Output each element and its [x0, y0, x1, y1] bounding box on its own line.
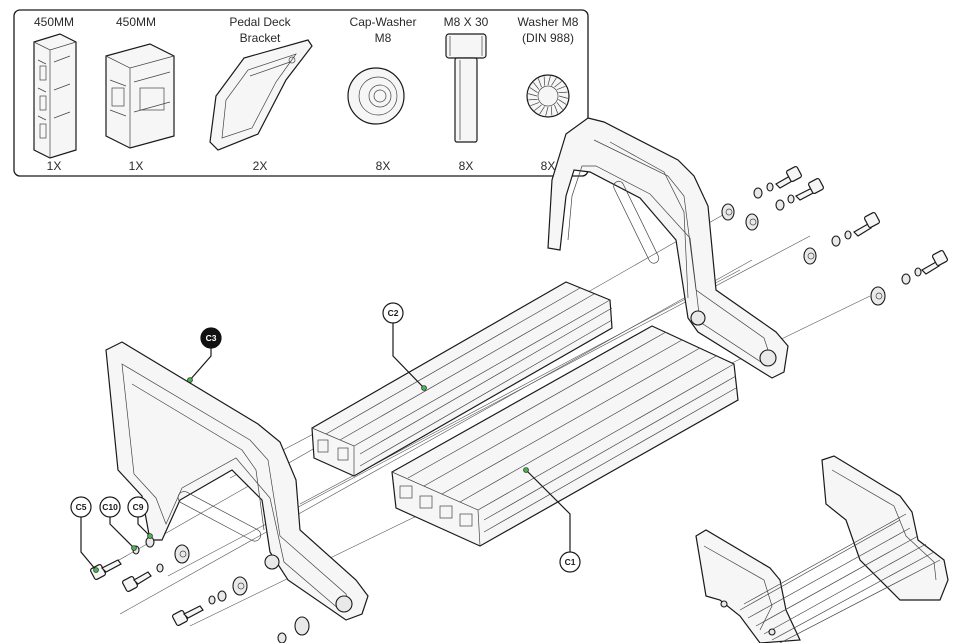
hardware-left [89, 536, 310, 643]
part-cap-washer: Cap-Washer M8 8X [347, 15, 417, 173]
callout-c9-label: C9 [133, 502, 144, 512]
part-name: 450MM [116, 15, 156, 29]
washer-tooth [529, 87, 538, 93]
bolt-stack-3 [803, 211, 881, 265]
bolt-stack-left-1 [89, 536, 190, 581]
callout-c9[interactable]: C9 [127, 496, 149, 518]
part-name-line2: M8 [375, 31, 392, 45]
washer-tooth [556, 102, 563, 110]
callouts: C2 C3 C1 C5 C10 [70, 302, 581, 573]
washer-tooth [530, 102, 540, 107]
part-profile-80x80: 450MM 1X [105, 15, 175, 173]
bolt-stack-left-3 [171, 590, 227, 627]
hardware-right [721, 165, 949, 306]
washer-tooth [534, 104, 542, 111]
washer-tooth [528, 93, 538, 97]
part-name: Cap-Washer [350, 15, 417, 29]
callout-c10[interactable]: C10 [99, 496, 121, 518]
part-qty: 8X [541, 159, 556, 173]
bolt-stack-left-2 [121, 563, 248, 596]
profile-c2 [311, 281, 613, 477]
part-qty: 8X [376, 159, 391, 173]
part-pedal-deck-bracket: Pedal Deck Bracket 2X [209, 15, 313, 173]
callout-c10-label: C10 [102, 502, 118, 512]
washer-tooth [558, 95, 568, 99]
parts-list-panel: 450MM 1X 450MM 1X Pedal Deck Bracket [13, 9, 589, 177]
washer-tooth [554, 81, 562, 88]
bolt-stack-1 [721, 165, 803, 221]
bolt-stack-4 [870, 249, 949, 306]
part-profile-40x80: 450MM 1X [33, 15, 77, 173]
assembled-preview [695, 455, 949, 643]
washer-tooth [533, 82, 540, 90]
washer-tooth [539, 106, 545, 115]
part-qty: 1X [47, 159, 62, 173]
part-qty: 2X [253, 159, 268, 173]
washer-tooth [537, 78, 542, 88]
part-name: M8 X 30 [444, 15, 489, 29]
washer-tooth [556, 85, 566, 90]
callout-c2[interactable]: C2 [382, 302, 404, 324]
callout-c3[interactable]: C3 [200, 327, 222, 349]
right-bracket [547, 117, 789, 379]
bolt-stack-left-4 [277, 616, 310, 643]
washer-tooth [554, 104, 559, 114]
callout-c1[interactable]: C1 [559, 551, 581, 573]
callout-c2-label: C2 [388, 308, 399, 318]
part-name: Pedal Deck [229, 15, 291, 29]
washer-tooth [545, 106, 549, 116]
washer-tooth [551, 77, 557, 86]
callout-c3-label: C3 [206, 333, 217, 343]
part-din988-washer: Washer M8 (DIN 988) 8X [518, 15, 579, 173]
profile-c1 [391, 325, 739, 547]
part-qty: 1X [129, 159, 144, 173]
part-m8-bolt: M8 X 30 8X [444, 15, 489, 173]
washer-tooth [558, 99, 567, 105]
callout-c5[interactable]: C5 [70, 496, 92, 518]
part-name-line2: (DIN 988) [522, 31, 574, 45]
part-name-line2: Bracket [240, 31, 281, 45]
callout-c5-label: C5 [76, 502, 87, 512]
washer-tooth [547, 76, 551, 86]
part-qty: 8X [459, 159, 474, 173]
callout-c1-label: C1 [565, 557, 576, 567]
bolt-stack-2 [745, 177, 825, 231]
part-name: Washer M8 [518, 15, 579, 29]
part-name: 450MM [34, 15, 74, 29]
